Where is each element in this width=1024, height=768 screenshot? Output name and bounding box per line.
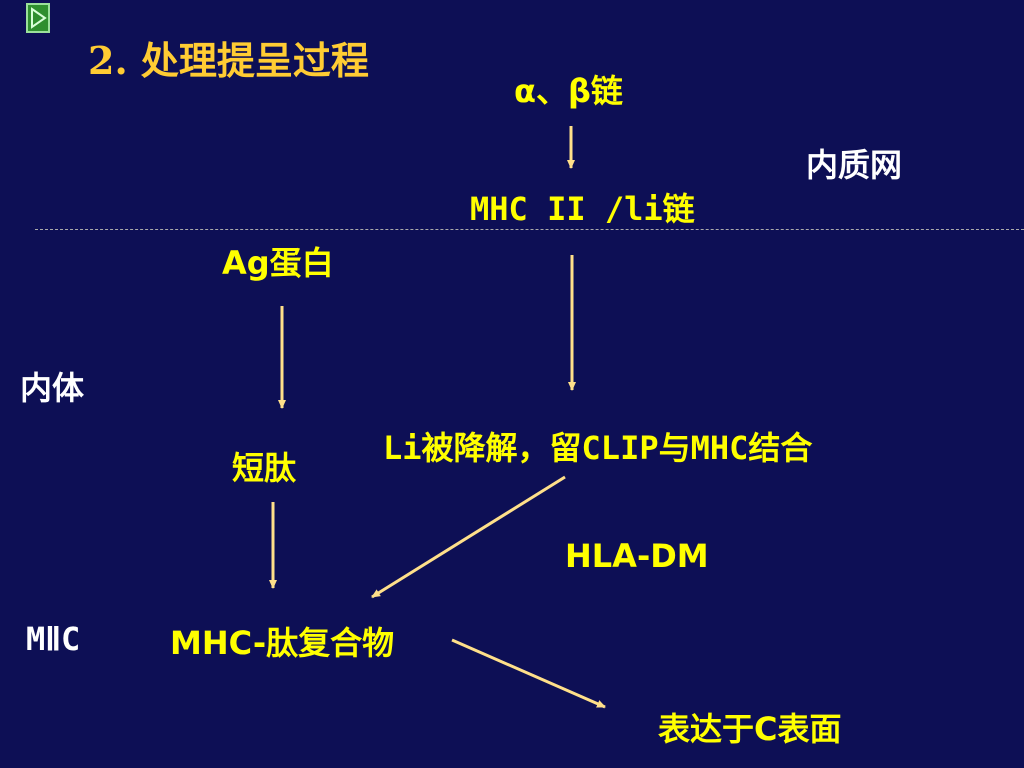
hla-dm-label: HLA-DM <box>565 537 709 575</box>
expressed-on-surface-label: 表达于C表面 <box>658 710 842 748</box>
miic-label: MⅡC <box>26 620 81 658</box>
ag-protein-label: Ag蛋白 <box>222 244 334 282</box>
li-degraded-label: Li被降解，留CLIP与MHC结合 <box>383 429 813 467</box>
mhc-peptide-complex-label: MHC-肽复合物 <box>170 624 395 662</box>
endosome-label: 内体 <box>20 369 85 407</box>
er-label: 内质网 <box>806 146 903 184</box>
play-button[interactable] <box>26 3 50 33</box>
short-peptide-label: 短肽 <box>232 449 297 487</box>
arrow-complex-to-surface <box>451 638 606 709</box>
er-endosome-divider <box>35 229 1024 230</box>
mhc-ii-li-chain-label: MHC II /li链 <box>470 190 695 228</box>
alpha-beta-chain-label: α、β链 <box>514 72 623 110</box>
arrow-li-to-complex <box>371 475 566 599</box>
slide-title: 2. 处理提呈过程 <box>88 38 369 83</box>
play-icon <box>28 5 48 31</box>
